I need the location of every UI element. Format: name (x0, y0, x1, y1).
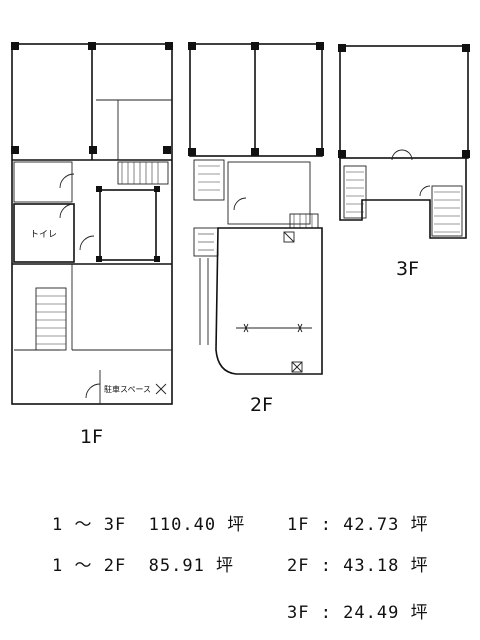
floor-1f-plan (11, 42, 173, 405)
area-total-1-2f: 1 〜 2F 85.91 坪 (52, 556, 235, 576)
floor-label-1f: 1F (80, 426, 104, 448)
area-3f: 3F : 24.49 坪 (287, 603, 429, 623)
area-2f: 2F : 43.18 坪 (287, 556, 429, 576)
parking-space-label: 駐車スペース (104, 385, 152, 394)
area-1f: 1F : 42.73 坪 (287, 515, 429, 535)
floor-2f-plan (188, 42, 324, 375)
floor-label-3f: 3F (396, 258, 420, 280)
toilet-label: トイレ (30, 230, 58, 240)
floor-label-2f: 2F (250, 394, 274, 416)
area-total-1-3f: 1 〜 3F 110.40 坪 (52, 515, 246, 535)
floor-3f-plan (338, 44, 470, 239)
